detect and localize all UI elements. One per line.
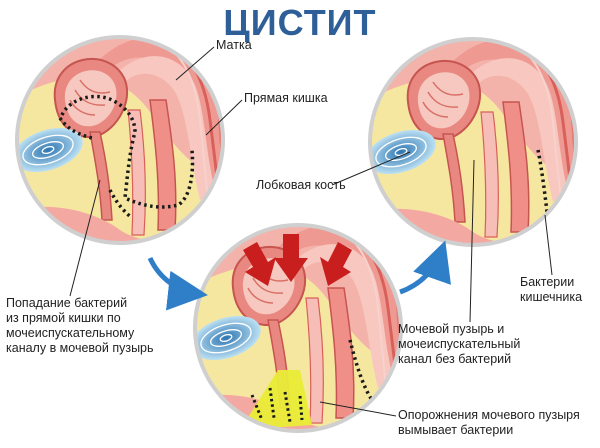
- panel-voiding: [193, 223, 403, 433]
- label-rectum: Прямая кишка: [244, 91, 328, 105]
- label-voiding: Опорожнения мочевого пузыря вымывает бак…: [398, 408, 580, 437]
- leader-lines: [69, 46, 553, 417]
- label-bacteria-entry: Попадание бактерий из прямой кишки по мо…: [6, 296, 154, 355]
- label-pubic-bone: Лобковая кость: [256, 178, 346, 192]
- pressure-arrows: [243, 234, 352, 286]
- flow-arrow-right: [399, 240, 451, 295]
- urine-stream: [240, 370, 312, 430]
- flow-arrow-left: [147, 256, 208, 311]
- bacteria-dots: [58, 94, 195, 220]
- label-clean-bladder: Мочевой пузырь и мочеиспускательный кана…: [398, 322, 521, 366]
- panel-clean-bladder: [368, 37, 578, 247]
- panel-bacteria-entry: [15, 35, 225, 245]
- diagram-title: ЦИСТИТ: [223, 2, 377, 43]
- label-uterus: Матка: [216, 38, 252, 52]
- label-intestinal-bacteria: Бактерии кишечника: [520, 275, 583, 304]
